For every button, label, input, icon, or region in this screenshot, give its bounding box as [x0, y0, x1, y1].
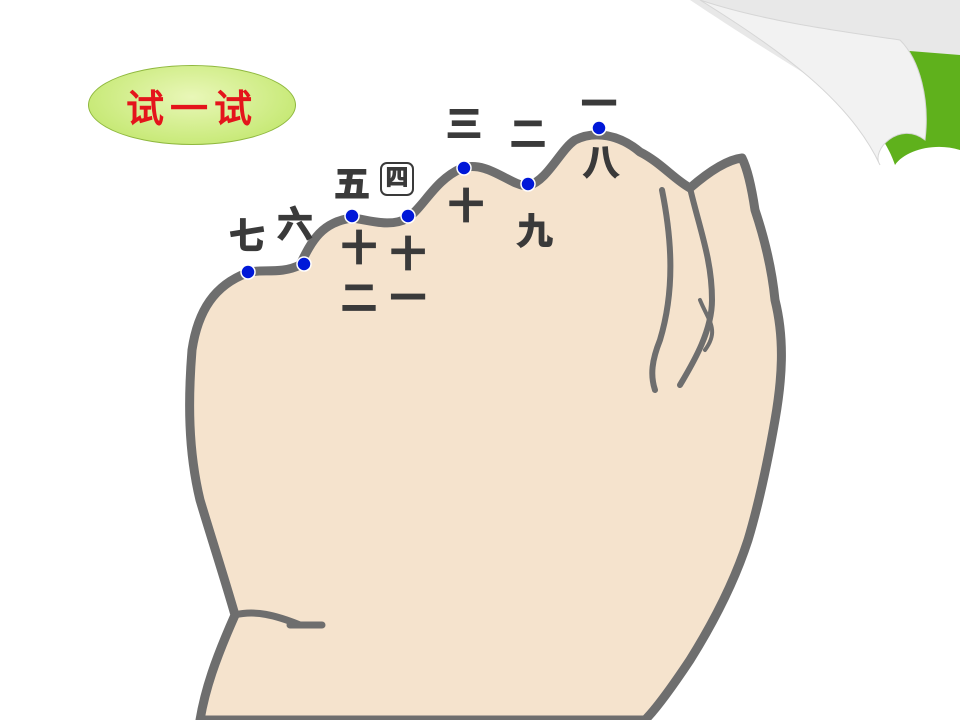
- label-jiu: 九: [517, 212, 553, 252]
- dot-qi: [240, 264, 256, 280]
- dot-yi: [591, 120, 607, 136]
- title-badge: 试一试: [88, 65, 296, 145]
- dot-er: [520, 176, 536, 192]
- page-curl-decoration: [690, 0, 960, 166]
- label-ba: 八: [583, 143, 619, 183]
- fist-illustration: [185, 130, 786, 720]
- label-shi-3: 十: [448, 187, 484, 227]
- label-si: 四: [380, 162, 414, 196]
- fist-outline: [185, 130, 786, 720]
- dot-si: [400, 208, 416, 224]
- thumb-line: [677, 185, 716, 388]
- dot-san: [456, 160, 472, 176]
- dot-liu: [296, 256, 312, 272]
- label-yi-top: 一: [581, 85, 617, 125]
- label-liu: 六: [277, 205, 313, 245]
- curl-fold: [699, 0, 927, 166]
- thumb-inner-line: [649, 187, 674, 393]
- slide-title: 试一试: [125, 85, 258, 131]
- label-yi-4: 一: [390, 279, 426, 319]
- label-er-5: 二: [341, 279, 377, 319]
- dot-wu: [344, 208, 360, 224]
- label-shi-5: 十: [341, 229, 377, 269]
- label-er: 二: [510, 115, 546, 155]
- label-san: 三: [446, 105, 482, 145]
- label-shi-4: 十: [390, 235, 426, 275]
- knuckle-dots: [240, 120, 607, 280]
- thumb-tip-line: [698, 298, 715, 352]
- label-qi: 七: [229, 217, 265, 257]
- label-wu: 五: [334, 165, 370, 205]
